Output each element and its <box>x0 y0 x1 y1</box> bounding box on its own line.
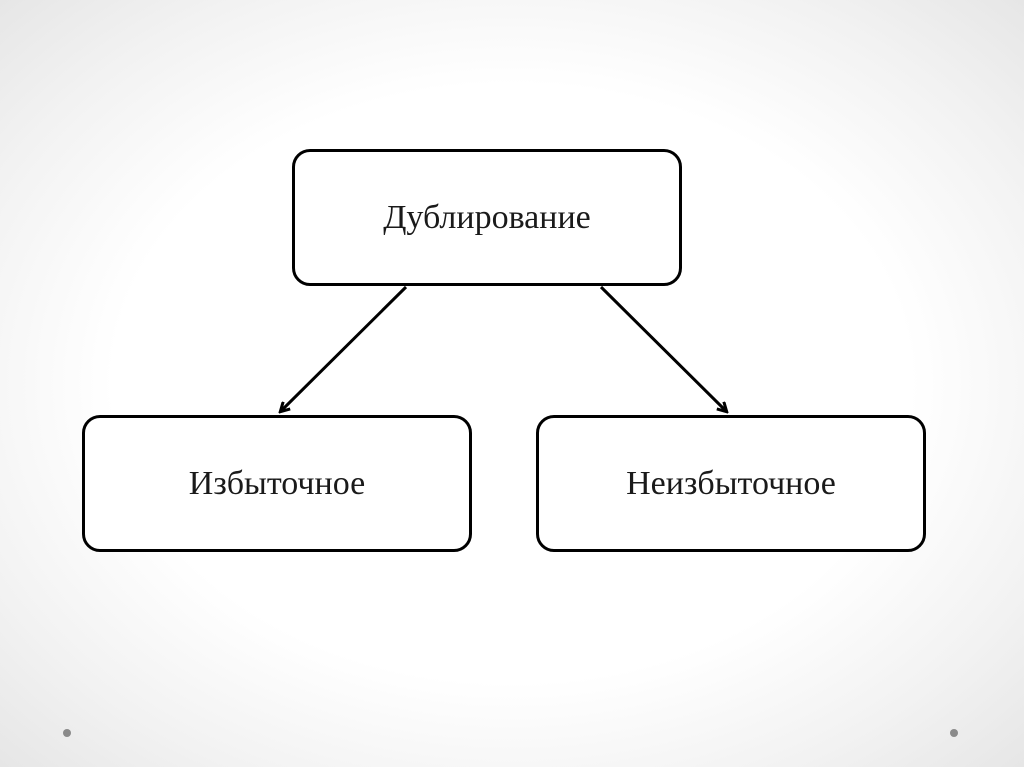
corner-dot-left <box>63 729 71 737</box>
child-node-right-label: Неизбыточное <box>626 464 836 502</box>
root-node: Дублирование <box>292 149 682 286</box>
arrow-to-left-node <box>281 285 408 411</box>
arrow-to-right-node <box>599 285 726 411</box>
child-node-left: Избыточное <box>82 415 472 552</box>
child-node-right: Неизбыточное <box>536 415 926 552</box>
child-node-left-label: Избыточное <box>188 464 366 502</box>
corner-dot-right <box>950 729 958 737</box>
root-node-label: Дублирование <box>383 198 591 236</box>
